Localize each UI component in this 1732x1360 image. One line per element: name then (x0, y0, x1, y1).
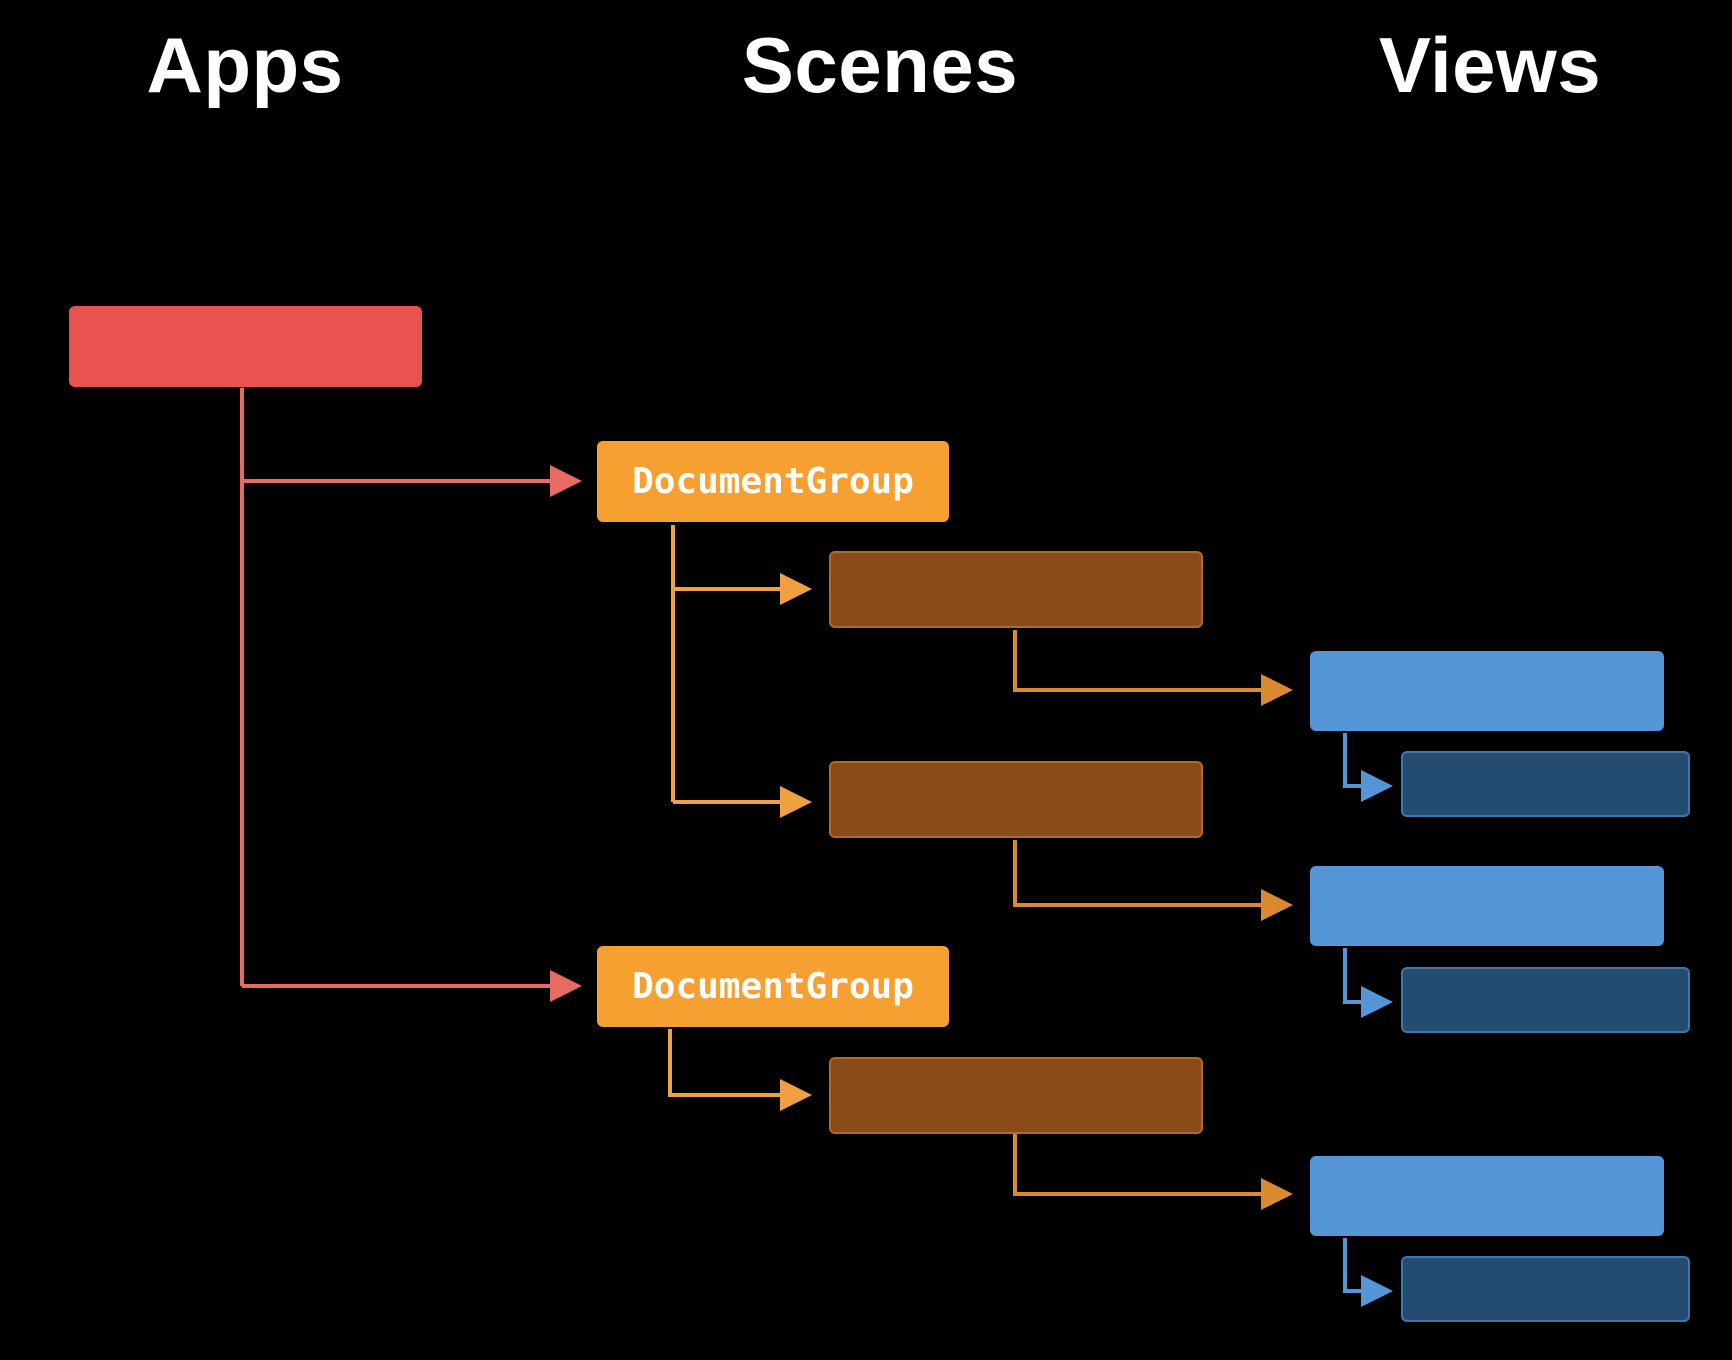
view-2-to-subview-arrow (1343, 948, 1393, 1018)
scene-2-to-child-arrow (668, 1029, 812, 1111)
subview-node (1401, 751, 1690, 817)
child-3-to-view-3-arrow (1013, 1133, 1293, 1210)
scene-node-label: DocumentGroup (632, 966, 914, 1007)
subview-node (1401, 967, 1690, 1033)
scene-node-label: DocumentGroup (632, 461, 914, 502)
view-node (1310, 651, 1664, 731)
app-node-label (69, 306, 422, 387)
scene-child-connectors (1013, 630, 1293, 1210)
scene-connectors (668, 525, 812, 1111)
app-node (69, 306, 422, 387)
subview-node (1401, 1256, 1690, 1322)
view-3-to-subview-arrow (1343, 1238, 1393, 1307)
scene-child-node (829, 761, 1203, 838)
child-1-to-view-1-arrow (1013, 630, 1293, 706)
apps-column-header: Apps (146, 21, 344, 109)
scene-node-document-group-1: DocumentGroup (597, 441, 949, 522)
app-connectors (240, 388, 582, 1002)
view-1-to-subview-arrow (1343, 733, 1393, 802)
view-connectors (1343, 733, 1393, 1307)
scenes-column-header: Scenes (741, 21, 1019, 109)
child-2-to-view-2-arrow (1013, 840, 1293, 921)
scene-child-node (829, 551, 1203, 628)
scene-child-node (829, 1057, 1203, 1134)
view-node (1310, 1156, 1664, 1236)
view-node (1310, 866, 1664, 946)
scene-node-document-group-2: DocumentGroup (597, 946, 949, 1027)
views-column-header: Views (1378, 21, 1602, 109)
